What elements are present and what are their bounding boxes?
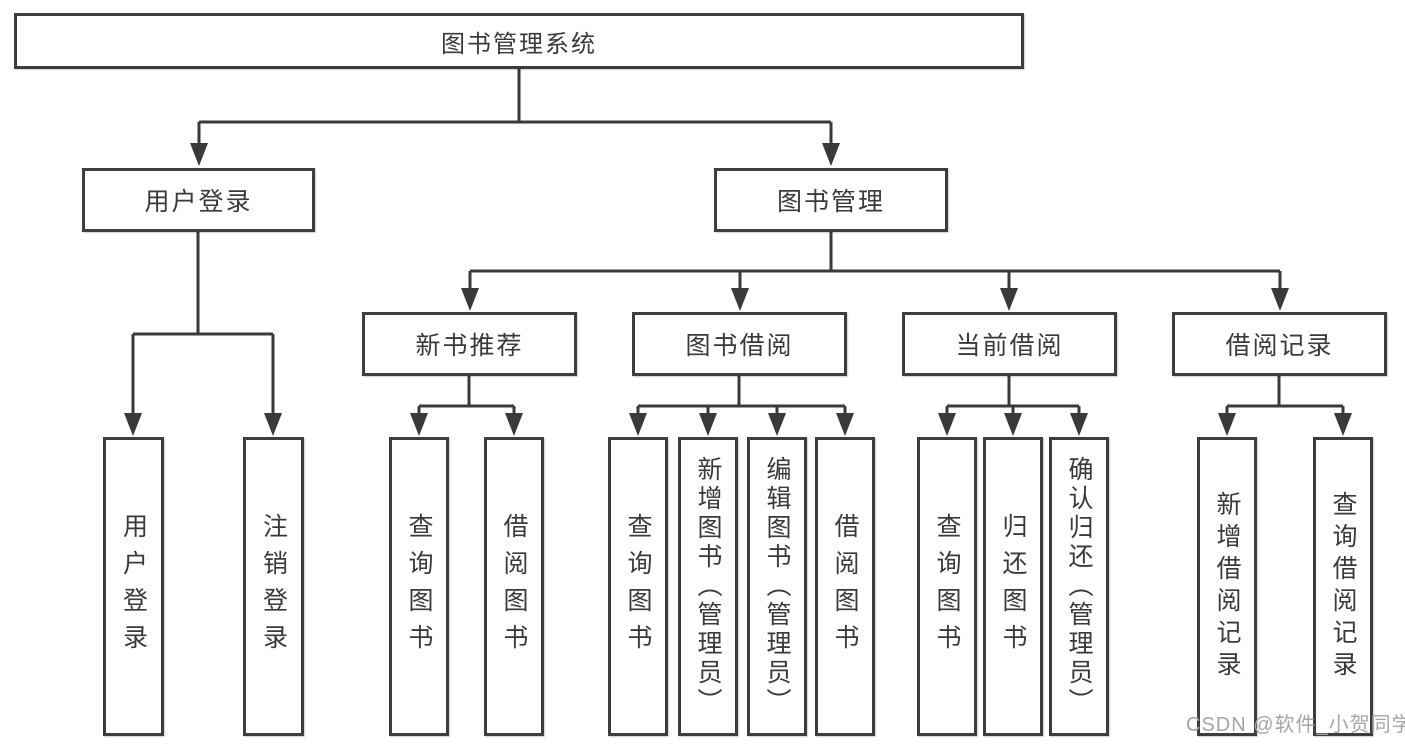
- leaf-confirm-return-admin: 确认归还（管理员）: [1049, 437, 1109, 736]
- arrowhead: [264, 413, 282, 436]
- leaf-add-books-admin: 新增图书（管理员）: [678, 437, 738, 736]
- arrowhead: [768, 413, 786, 436]
- node-book-borrow: 图书借阅: [632, 312, 847, 376]
- node-label: 用户登录: [144, 188, 253, 216]
- connectors-book-borrow: [629, 376, 854, 436]
- csdn-watermark: CSDN @软件_小贺同学: [1186, 714, 1405, 736]
- node-label: 查询图书: [624, 512, 652, 661]
- arrowhead: [1070, 413, 1088, 436]
- connectors-new-book-recommend: [410, 376, 523, 436]
- connectors-root: [190, 69, 840, 166]
- node-label: 借阅记录: [1225, 332, 1334, 360]
- node-label: 查询图书: [933, 512, 961, 661]
- connectors-user-login: [124, 232, 282, 436]
- arrowhead: [629, 413, 647, 436]
- node-label: 图书管理: [776, 188, 885, 216]
- node-label: 编辑图书（管理员）: [763, 456, 791, 717]
- leaf-edit-books-admin: 编辑图书（管理员）: [747, 437, 807, 736]
- node-label: 用户登录: [119, 512, 148, 661]
- arrowhead: [1004, 413, 1022, 436]
- leaf-user-login: 用户登录: [103, 437, 164, 736]
- node-label: 确认归还（管理员）: [1065, 456, 1093, 717]
- leaf-borrow-books-recommend: 借阅图书: [484, 437, 544, 736]
- node-label: 新增图书（管理员）: [694, 456, 722, 717]
- leaf-query-books-borrow: 查询图书: [608, 437, 668, 736]
- node-user-login: 用户登录: [82, 168, 315, 232]
- node-current-borrow: 当前借阅: [902, 312, 1117, 376]
- leaf-add-borrow-record: 新增借阅记录: [1197, 437, 1257, 736]
- arrowhead: [938, 413, 956, 436]
- arrowhead: [505, 413, 523, 436]
- leaf-query-borrow-record: 查询借阅记录: [1313, 437, 1373, 736]
- node-root-library-management-system: 图书管理系统: [14, 13, 1024, 69]
- node-label: 借阅图书: [831, 512, 859, 661]
- node-label: 借阅图书: [500, 512, 528, 661]
- arrowhead: [1334, 413, 1352, 436]
- leaf-query-books-current: 查询图书: [917, 437, 977, 736]
- arrowhead: [731, 288, 749, 311]
- node-label: 图书借阅: [685, 332, 794, 360]
- node-book-management: 图书管理: [714, 168, 948, 232]
- arrowhead: [1218, 413, 1236, 436]
- arrowhead: [190, 143, 208, 166]
- node-label: 新书推荐: [415, 332, 524, 360]
- arrowhead: [822, 143, 840, 166]
- node-label: 当前借阅: [955, 332, 1064, 360]
- arrowhead: [461, 288, 479, 311]
- node-label: 图书管理系统: [441, 30, 597, 58]
- connectors-book-management: [461, 232, 1289, 311]
- connectors-borrow-records: [1218, 376, 1352, 436]
- leaf-query-books-recommend: 查询图书: [389, 437, 449, 736]
- arrowhead: [124, 413, 142, 436]
- node-new-book-recommend: 新书推荐: [362, 312, 577, 376]
- arrowhead: [1000, 288, 1018, 311]
- leaf-return-books: 归还图书: [983, 437, 1043, 736]
- node-label: 归还图书: [999, 512, 1027, 661]
- arrowhead: [699, 413, 717, 436]
- leaf-borrow-books: 借阅图书: [815, 437, 875, 736]
- node-label: 查询图书: [405, 512, 433, 661]
- leaf-logout: 注销登录: [243, 437, 304, 736]
- node-borrow-records: 借阅记录: [1172, 312, 1387, 376]
- node-label: 注销登录: [259, 512, 288, 661]
- node-label: 新增借阅记录: [1213, 490, 1241, 683]
- arrowhead: [836, 413, 854, 436]
- node-label: 查询借阅记录: [1329, 490, 1357, 683]
- connectors-current-borrow: [938, 376, 1088, 436]
- arrowhead: [1271, 288, 1289, 311]
- arrowhead: [410, 413, 428, 436]
